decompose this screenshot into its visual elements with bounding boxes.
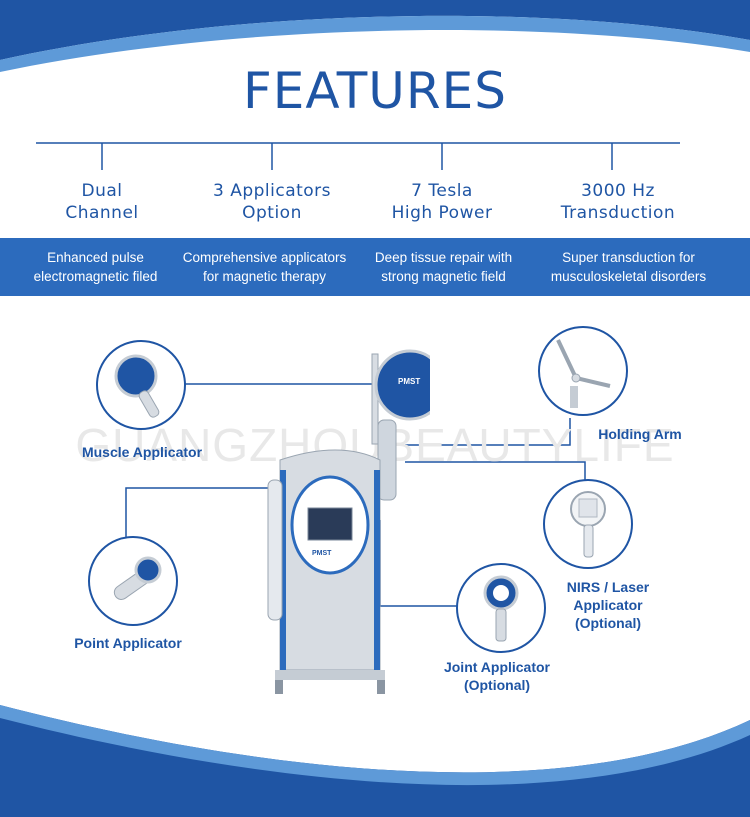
feature-applicators: 3 Applicators Option <box>182 180 362 224</box>
description-line2: for magnetic therapy <box>202 269 327 284</box>
nirs-applicator-image <box>543 479 633 569</box>
device-screen <box>307 507 353 541</box>
joint-applicator-label: Joint Applicator (Optional) <box>422 658 572 694</box>
bottom-wave-light <box>0 705 750 786</box>
description-line2: electromagnetic filed <box>33 269 158 284</box>
device-wheel-right <box>377 680 385 694</box>
feature-dual-channel: Dual Channel <box>12 180 192 224</box>
connector-holding <box>405 418 571 446</box>
feature-line1: 3 Applicators <box>212 181 332 201</box>
point-applicator-image <box>88 536 178 626</box>
description-3: Deep tissue repair with strong magnetic … <box>350 248 537 286</box>
nirs-applicator-icon <box>570 491 606 558</box>
feature-line1: Dual <box>81 181 123 201</box>
device-disc <box>374 349 430 421</box>
device-arm-joint <box>377 419 397 501</box>
nirs-label-line1: NIRS / Laser <box>566 579 650 595</box>
device-arm <box>371 353 379 445</box>
holding-arm-label: Holding Arm <box>598 426 682 442</box>
device-body-stripe-left <box>280 470 286 670</box>
feature-line1: 3000 Hz <box>581 181 655 201</box>
nirs-label-line3: (Optional) <box>574 615 642 631</box>
feature-line2: Option <box>242 203 302 223</box>
feature-line2: Transduction <box>560 203 676 223</box>
point-applicator-label: Point Applicator <box>74 635 182 651</box>
connector-point <box>125 487 280 552</box>
joint-applicator-icon <box>483 575 519 642</box>
device-disc-brand: PMST <box>398 377 420 386</box>
device-brand: PMST <box>312 550 332 557</box>
joint-applicator-image <box>456 563 546 653</box>
device-wheel-left <box>275 680 283 694</box>
description-2: Comprehensive applicators for magnetic t… <box>171 248 358 286</box>
feature-line1: 7 Tesla <box>411 181 473 201</box>
top-wave-light <box>0 15 750 72</box>
feature-transduction: 3000 Hz Transduction <box>528 180 708 224</box>
muscle-applicator-image <box>96 340 186 430</box>
feature-tesla: 7 Tesla High Power <box>352 180 532 224</box>
device-side-handle <box>267 479 283 621</box>
description-line1: Comprehensive applicators <box>182 250 347 265</box>
description-band: Enhanced pulse electromagnetic filed Com… <box>0 238 750 296</box>
feature-line2: Channel <box>65 203 139 223</box>
bottom-wave-dark <box>0 705 750 817</box>
muscle-applicator-icon <box>114 354 160 418</box>
nirs-label-line2: Applicator <box>573 597 643 613</box>
description-line1: Deep tissue repair with <box>374 250 513 265</box>
feature-line2: High Power <box>391 203 493 223</box>
device-illustration: PMST PMST <box>267 349 430 694</box>
description-line1: Super transduction for <box>562 250 695 265</box>
description-4: Super transduction for musculoskeletal d… <box>535 248 722 286</box>
holding-arm-image <box>538 326 628 416</box>
device-body-stripe-right <box>374 470 380 670</box>
device-base <box>275 670 385 680</box>
description-line2: musculoskeletal disorders <box>550 269 707 284</box>
nirs-applicator-label: NIRS / Laser Applicator (Optional) <box>548 578 668 632</box>
joint-label-line1: Joint Applicator <box>443 659 551 675</box>
description-line2: strong magnetic field <box>381 269 506 284</box>
description-1: Enhanced pulse electromagnetic filed <box>2 248 189 286</box>
connector-nirs <box>405 461 586 486</box>
description-line1: Enhanced pulse <box>47 250 144 265</box>
point-applicator-icon <box>113 556 162 600</box>
page-title: FEATURES <box>243 62 507 120</box>
holding-arm-icon <box>556 339 611 408</box>
muscle-applicator-label: Muscle Applicator <box>81 444 203 460</box>
top-wave-dark <box>0 0 750 60</box>
joint-label-line2: (Optional) <box>463 677 531 693</box>
